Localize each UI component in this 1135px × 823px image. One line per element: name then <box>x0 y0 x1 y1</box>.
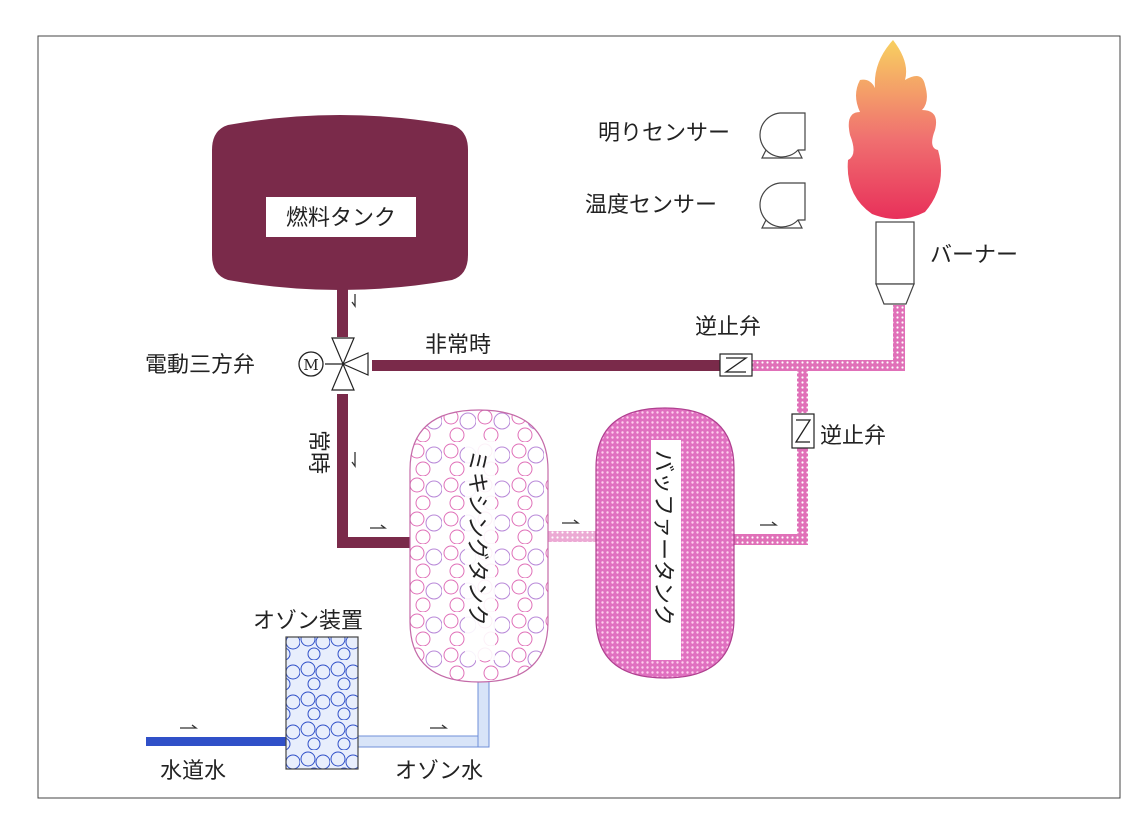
mixing-tank-label: ミキシングタンク <box>464 450 489 626</box>
ozone-water-pipe-h <box>357 735 490 748</box>
check-valve-top <box>719 353 753 377</box>
fuel-pipe-normal-horizontal <box>337 537 413 548</box>
fuel-pipe-normal-vertical <box>337 394 348 546</box>
normal-label: 常時 <box>305 430 330 474</box>
burner-body <box>875 221 915 285</box>
temp-sensor-label: 温度センサー <box>585 193 717 218</box>
check-valve-right <box>791 413 815 449</box>
mix-pipe-to-burner-v <box>893 305 905 371</box>
light-sensor-icon <box>759 112 806 159</box>
fuel-pipe-tank-to-valve <box>337 282 348 337</box>
light-sensor-label: 明りセンサー <box>598 121 730 146</box>
ozone-water-label: オゾン水 <box>395 759 483 784</box>
mix-pipe-riser-lower <box>797 448 808 545</box>
flow-arrows <box>180 294 778 729</box>
ozone-water-pipe-v <box>477 677 490 748</box>
temp-sensor-icon <box>759 182 806 229</box>
burner-nozzle <box>875 283 915 305</box>
frame-border <box>37 35 1121 799</box>
ozone-device <box>285 636 359 770</box>
burner-label: バーナー <box>930 243 1018 268</box>
motor-valve-label: 電動三方弁 <box>145 353 255 378</box>
fuel-tank-label-box <box>266 197 416 237</box>
fuel-pipe-emergency <box>372 360 720 371</box>
emergency-label: 非常時 <box>425 333 491 358</box>
buffer-tank-label-box <box>651 440 681 660</box>
flame-icon <box>847 40 942 220</box>
check-valve-top-label: 逆止弁 <box>695 315 761 340</box>
three-way-valve <box>325 337 369 391</box>
motor-symbol: M <box>303 356 318 374</box>
tap-water-pipe <box>146 737 286 746</box>
mix-pipe-buffer-out <box>733 534 808 545</box>
ozone-device-label: オゾン装置 <box>253 609 363 634</box>
tap-water-label: 水道水 <box>160 759 226 784</box>
fuel-tank-label: 燃料タンク <box>286 206 396 231</box>
mix-pipe-mix-to-buffer <box>546 531 596 542</box>
mixing-tank-label-box <box>465 440 495 660</box>
check-valve-right-label: 逆止弁 <box>820 424 886 449</box>
mix-pipe-to-burner-h <box>752 360 905 371</box>
motor-icon <box>298 351 324 377</box>
mix-pipe-riser-upper <box>797 368 808 413</box>
buffer-tank-label: バッファータンク <box>650 450 675 626</box>
